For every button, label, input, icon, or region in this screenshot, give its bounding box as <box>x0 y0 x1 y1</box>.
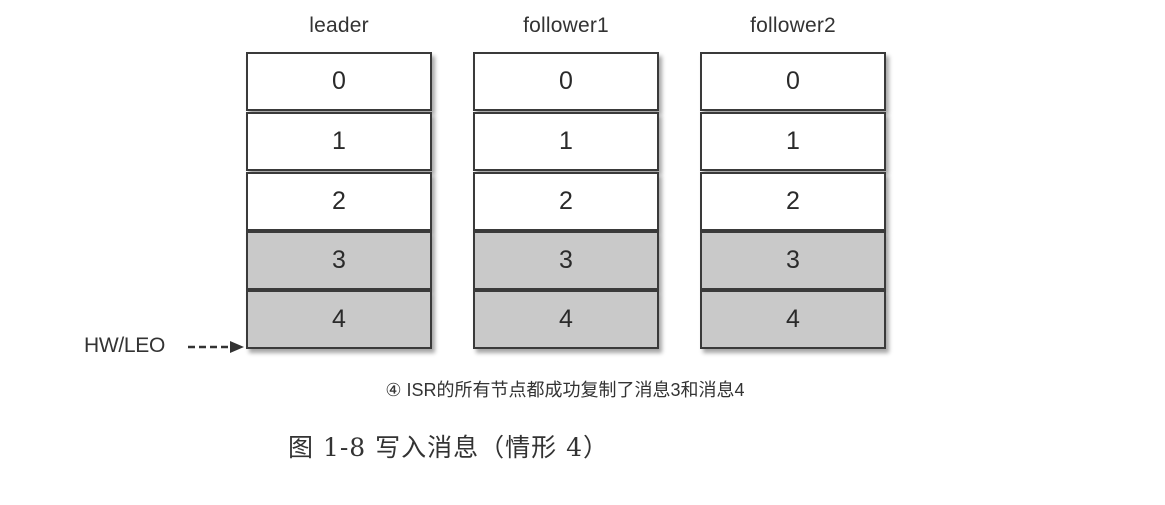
column-title: leader <box>309 14 369 37</box>
log-cell-1: 1 <box>246 112 432 171</box>
column-title: follower2 <box>750 14 836 37</box>
hw-leo-label: HW/LEO <box>84 334 166 357</box>
figure-caption: 图 1-8 写入消息（情形 4） <box>288 433 610 462</box>
log-cell-4: 4 <box>473 290 659 349</box>
step-caption: ④ ISR的所有节点都成功复制了消息3和消息4 <box>385 380 745 400</box>
log-cell-2: 2 <box>473 172 659 231</box>
log-cell-3: 3 <box>473 231 659 290</box>
log-cell-1: 1 <box>700 112 886 171</box>
log-cell-3: 3 <box>246 231 432 290</box>
log-cell-4: 4 <box>246 290 432 349</box>
log-cell-0: 0 <box>246 52 432 111</box>
hw-leo-arrow-icon <box>188 341 244 353</box>
log-cell-0: 0 <box>473 52 659 111</box>
column-title: follower1 <box>523 14 609 37</box>
log-cell-3: 3 <box>700 231 886 290</box>
log-cell-1: 1 <box>473 112 659 171</box>
log-cell-2: 2 <box>246 172 432 231</box>
log-cell-4: 4 <box>700 290 886 349</box>
log-cell-0: 0 <box>700 52 886 111</box>
log-cell-2: 2 <box>700 172 886 231</box>
